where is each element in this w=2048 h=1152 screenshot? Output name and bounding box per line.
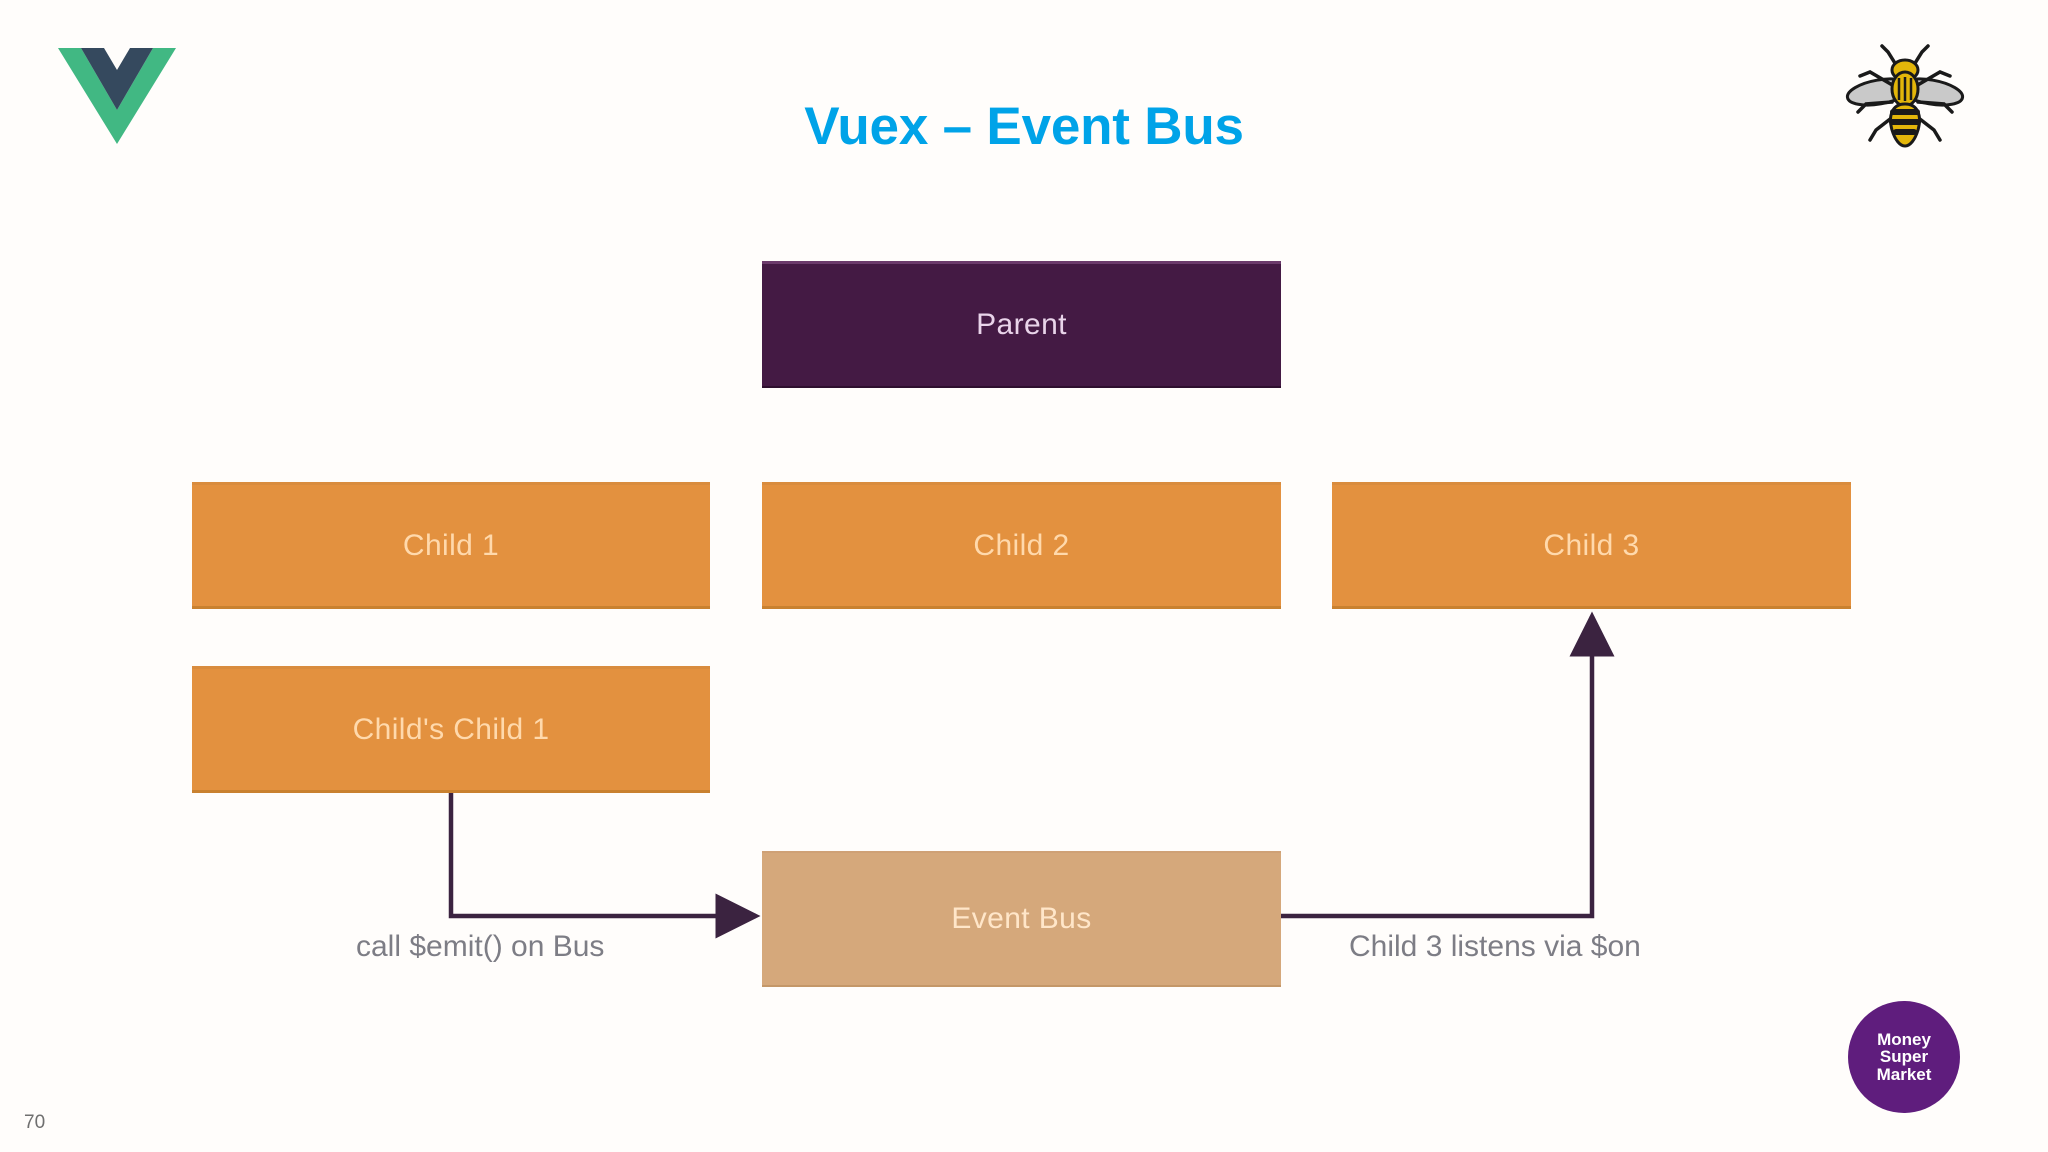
connector-listen-path (1281, 611, 1615, 919)
connector-emit-label: call $emit() on Bus (356, 930, 605, 963)
slide-number: 70 (24, 1112, 46, 1133)
node-event-bus-label: Event Bus (951, 902, 1092, 935)
node-child-1[interactable]: Child 1 (192, 482, 710, 609)
node-parent[interactable]: Parent (762, 261, 1281, 388)
vue-logo (58, 42, 176, 144)
node-event-bus[interactable]: Event Bus (762, 851, 1281, 987)
node-childs-child-1-label: Child's Child 1 (352, 712, 550, 746)
moneysupermarket-logo: Money Super Market (1848, 1001, 1960, 1113)
page-title: Vuex – Event Bus (804, 97, 1244, 156)
msm-line-2: Super (1879, 1047, 1929, 1067)
node-child-1-label: Child 1 (402, 528, 500, 562)
node-parent-label: Parent (976, 308, 1067, 341)
node-childs-child-1[interactable]: Child's Child 1 (192, 666, 710, 793)
manchester-bee-icon (1838, 42, 1972, 150)
connector-emit-path (448, 793, 761, 939)
msm-line-3: Market (1876, 1064, 1932, 1084)
msm-line-1: Money (1877, 1030, 1931, 1049)
node-child-3-label: Child 3 (1543, 528, 1640, 562)
node-child-3[interactable]: Child 3 (1332, 482, 1851, 609)
node-child-2-label: Child 2 (973, 528, 1070, 562)
node-child-2[interactable]: Child 2 (762, 482, 1281, 609)
connector-listen-label: Child 3 listens via $on (1349, 930, 1641, 963)
